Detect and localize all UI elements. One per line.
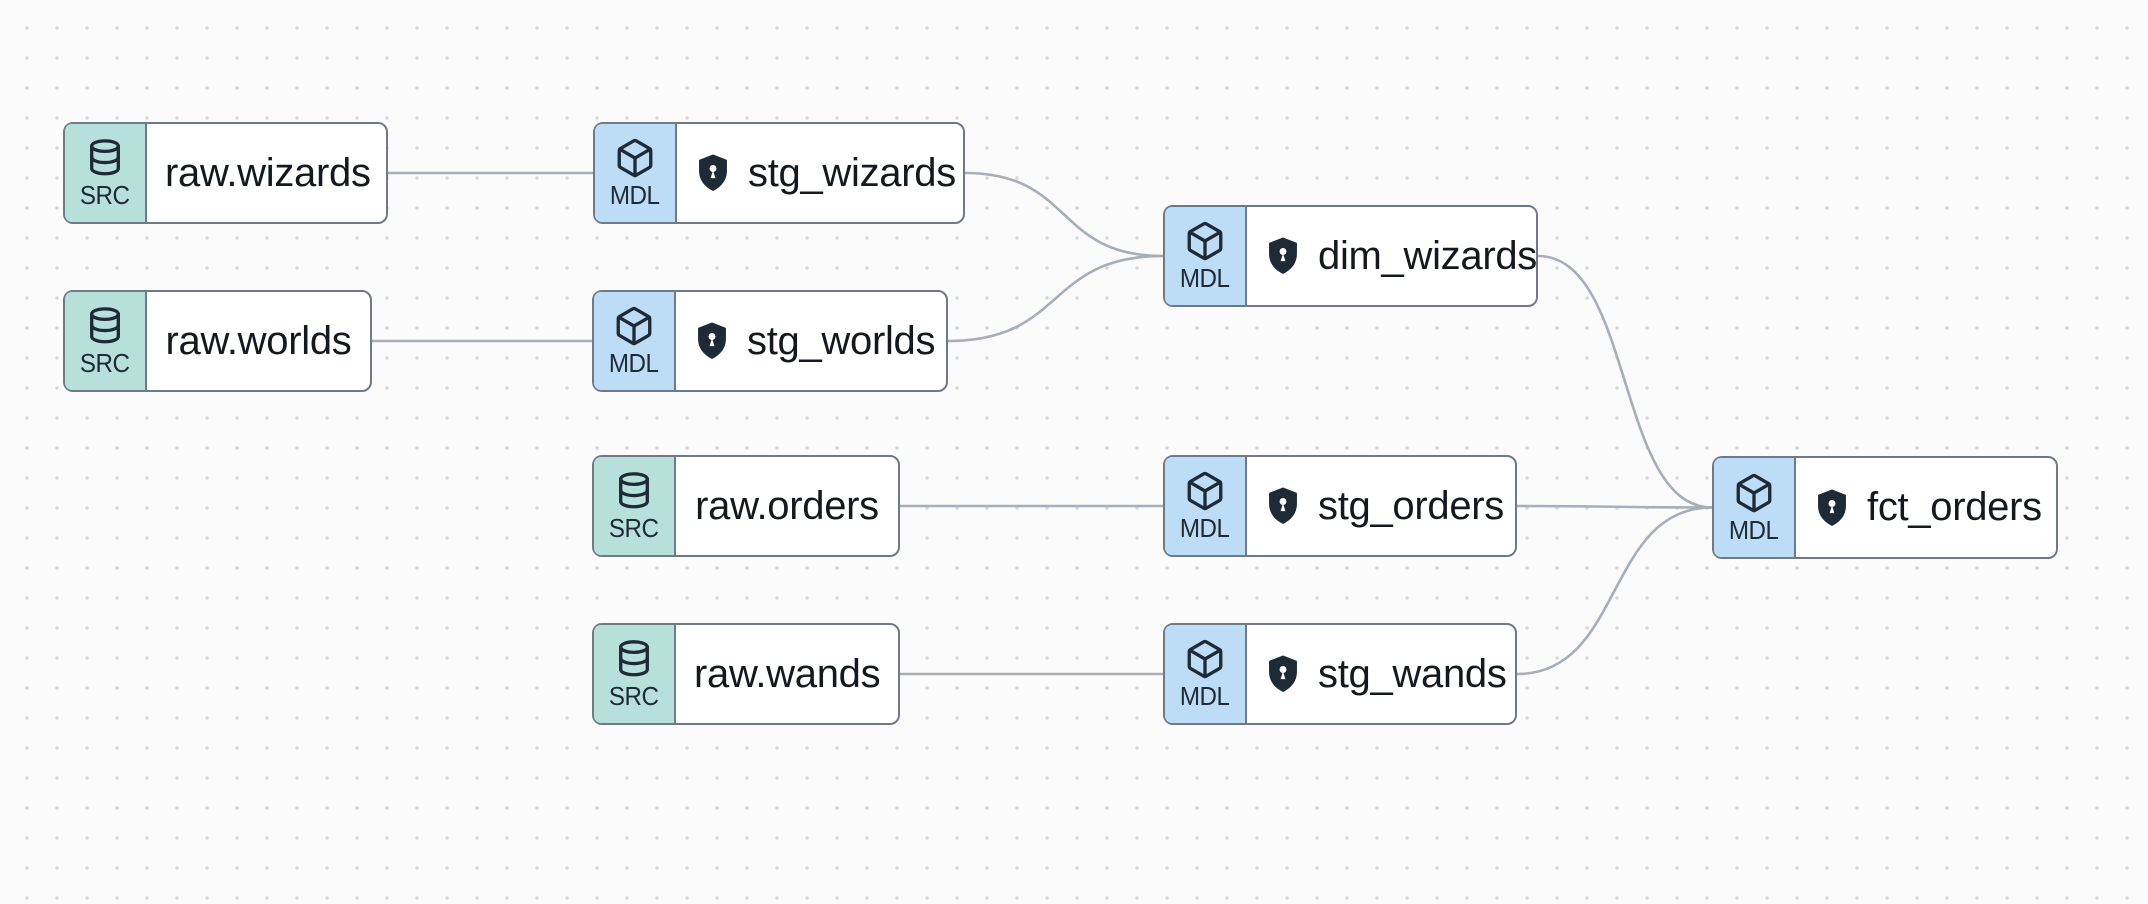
node-body: raw.orders [676,457,898,555]
node-type-label: MDL [1180,263,1230,293]
node-type-badge: MDL [595,124,677,222]
node-type-label: MDL [609,348,659,378]
shield-icon [1265,486,1301,526]
node-name: stg_worlds [747,318,936,363]
lineage-node-stg_wizards[interactable]: MDL stg_wizards [593,122,965,224]
edge-stg_wands-to-fct_orders [1515,506,1714,676]
node-type-label: SRC [80,348,130,378]
node-body: raw.wizards [147,124,389,222]
node-type-badge: SRC [594,457,676,555]
shield-icon [694,321,730,361]
lineage-node-raw_worlds[interactable]: SRC raw.worlds [63,290,372,392]
node-body: raw.worlds [147,292,370,390]
edge-stg_orders-to-fct_orders [1515,504,1714,509]
lineage-node-stg_wands[interactable]: MDL stg_wands [1163,623,1517,725]
node-name: raw.orders [695,483,879,528]
cube-icon [1184,470,1226,512]
node-type-badge: MDL [594,292,676,390]
node-name: raw.wands [694,651,881,696]
node-name: dim_wizards [1318,233,1537,278]
node-body: raw.wands [676,625,898,723]
cube-icon [613,305,655,347]
cube-icon [1733,472,1775,514]
node-type-badge: SRC [65,124,147,222]
lineage-node-stg_worlds[interactable]: MDL stg_worlds [592,290,948,392]
node-type-badge: MDL [1165,625,1247,723]
node-body: stg_wizards [677,124,974,222]
lineage-node-stg_orders[interactable]: MDL stg_orders [1163,455,1517,557]
node-type-badge: MDL [1165,207,1247,305]
node-type-label: MDL [610,180,660,210]
node-type-label: MDL [1729,514,1779,545]
edge-dim_wizards-to-fct_orders [1536,254,1714,509]
node-type-badge: MDL [1714,458,1796,557]
database-icon [84,305,126,347]
lineage-node-raw_wizards[interactable]: SRC raw.wizards [63,122,388,224]
database-icon [613,638,655,680]
node-type-label: SRC [609,513,659,543]
node-body: stg_worlds [676,292,953,390]
shield-icon [1265,236,1301,276]
node-type-label: SRC [80,180,130,210]
lineage-node-fct_orders[interactable]: MDL fct_orders [1712,456,2058,559]
cube-icon [1184,638,1226,680]
cube-icon [1184,220,1226,262]
node-type-badge: MDL [1165,457,1247,555]
lineage-node-raw_orders[interactable]: SRC raw.orders [592,455,900,557]
node-name: stg_wizards [748,150,956,195]
node-name: raw.wizards [165,150,371,195]
shield-icon [1265,654,1301,694]
node-type-label: SRC [609,681,659,711]
node-body: stg_orders [1247,457,1522,555]
node-name: stg_orders [1318,483,1504,528]
lineage-node-raw_wands[interactable]: SRC raw.wands [592,623,900,725]
node-type-label: MDL [1180,513,1230,543]
edge-stg_worlds-to-dim_wizards [946,254,1165,343]
node-name: raw.worlds [165,318,352,363]
node-body: fct_orders [1796,458,2060,557]
node-type-badge: SRC [65,292,147,390]
shield-icon [1814,488,1850,528]
edge-stg_wizards-to-dim_wizards [963,171,1165,258]
node-type-badge: SRC [594,625,676,723]
node-body: stg_wands [1247,625,1525,723]
cube-icon [614,137,656,179]
shield-icon [695,153,731,193]
lineage-node-dim_wizards[interactable]: MDL dim_wizards [1163,205,1538,307]
node-name: stg_wands [1318,651,1507,696]
database-icon [613,470,655,512]
database-icon [84,137,126,179]
node-body: dim_wizards [1247,207,1555,305]
node-type-label: MDL [1180,681,1230,711]
node-name: fct_orders [1867,485,2042,529]
